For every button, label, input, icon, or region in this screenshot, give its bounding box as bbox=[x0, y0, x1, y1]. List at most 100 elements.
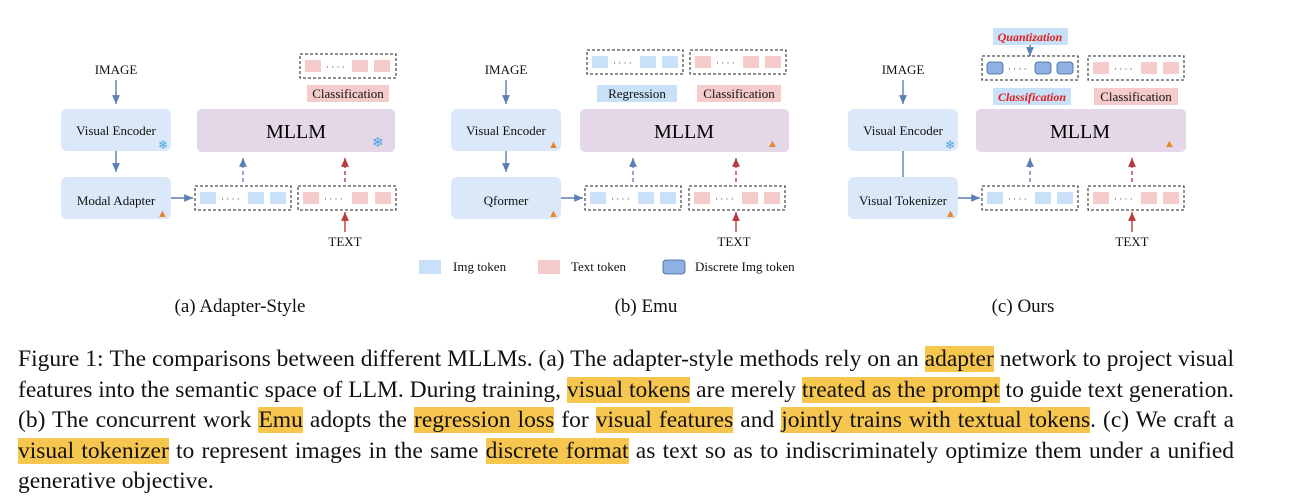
svg-text:· · · ·: · · · · bbox=[324, 194, 343, 204]
snowflake-icon: ❄ bbox=[158, 138, 168, 152]
quantization-box bbox=[993, 28, 1068, 45]
discrete-classification-label: Classification bbox=[998, 90, 1066, 104]
highlighted-phrase: visual features bbox=[595, 407, 734, 433]
flame-icon: ▲ bbox=[548, 139, 559, 151]
legend: Img token Text token Discrete Img token bbox=[419, 259, 795, 275]
highlighted-phrase: Emu bbox=[258, 407, 303, 433]
flame-icon: ▲ bbox=[767, 138, 778, 150]
text-label: TEXT bbox=[328, 234, 361, 249]
img-token-group bbox=[584, 185, 682, 211]
visual-encoder-box bbox=[848, 109, 958, 151]
caption-text: . (c) We craft a bbox=[1090, 407, 1235, 433]
legend-img-swatch bbox=[419, 260, 441, 274]
legend-discrete-label: Discrete Img token bbox=[695, 259, 795, 274]
highlighted-phrase: jointly trains with textual tokens bbox=[781, 407, 1091, 433]
flame-icon: ▲ bbox=[1164, 138, 1175, 150]
highlighted-phrase: treated as the prompt bbox=[801, 376, 1000, 403]
legend-discrete-swatch bbox=[662, 259, 686, 275]
visual-tokenizer-box bbox=[848, 177, 958, 219]
discrete-img-token-group bbox=[981, 185, 1079, 211]
output-text-token-group bbox=[1087, 55, 1185, 81]
svg-text:· · · ·: · · · · bbox=[1114, 64, 1133, 74]
visual-encoder-box bbox=[451, 109, 561, 151]
mllm-box bbox=[197, 109, 395, 152]
caption-text: The comparisons between different MLLMs.… bbox=[109, 346, 925, 372]
classification-head bbox=[697, 85, 781, 102]
quantization-label: Quantization bbox=[998, 30, 1063, 44]
text-token-group bbox=[1087, 185, 1185, 211]
regression-label: Regression bbox=[608, 86, 666, 101]
svg-text:· · · ·: · · · · bbox=[1008, 64, 1027, 74]
caption-text: and bbox=[733, 407, 782, 433]
output-img-token-group bbox=[586, 49, 684, 75]
text-label: TEXT bbox=[717, 234, 750, 249]
subcaption-b: (b) Emu bbox=[614, 296, 678, 317]
flame-icon: ▲ bbox=[548, 208, 559, 220]
svg-text:· · · ·: · · · · bbox=[1114, 194, 1133, 204]
figure-label: Figure 1: bbox=[18, 346, 104, 372]
output-token-group bbox=[299, 53, 397, 79]
visual-encoder-box bbox=[61, 109, 171, 151]
svg-text:· · · ·: · · · · bbox=[611, 194, 630, 204]
figure-diagram: IMAGE Visual Encoder ❄ Modal Adapter ▲ ·… bbox=[61, 28, 1186, 275]
mllm-box bbox=[976, 109, 1186, 152]
svg-text:· · · ·: · · · · bbox=[613, 58, 632, 68]
legend-text-swatch bbox=[538, 260, 560, 274]
mllm-label: MLLM bbox=[654, 121, 714, 143]
panel-ours: IMAGE Visual Encoder ❄ Visual Tokenizer … bbox=[848, 28, 1186, 249]
img-token-group bbox=[194, 185, 292, 211]
caption-body: The comparisons between different MLLMs.… bbox=[18, 346, 1234, 494]
flame-icon: ▲ bbox=[157, 208, 168, 220]
caption-text: for bbox=[554, 407, 596, 433]
figure-caption: Figure 1:The comparisons between differe… bbox=[18, 344, 1234, 497]
highlighted-phrase: adapter bbox=[924, 346, 994, 372]
caption-text: adopts the bbox=[302, 407, 415, 433]
snowflake-icon: ❄ bbox=[372, 136, 384, 151]
discrete-classification-head bbox=[993, 88, 1071, 105]
image-label: IMAGE bbox=[882, 62, 925, 77]
highlighted-phrase: discrete format bbox=[485, 437, 629, 464]
snowflake-icon: ❄ bbox=[945, 138, 955, 152]
caption-text: are merely bbox=[690, 376, 802, 403]
text-token-group bbox=[297, 185, 397, 211]
classification-head bbox=[307, 85, 389, 102]
classification-head bbox=[1094, 88, 1178, 105]
qformer-label: Qformer bbox=[484, 193, 529, 208]
svg-text:· · · ·: · · · · bbox=[715, 194, 734, 204]
highlighted-phrase: visual tokenizer bbox=[18, 437, 169, 464]
output-discrete-token-group bbox=[981, 55, 1079, 81]
caption-text: network to project visual features into … bbox=[18, 346, 1235, 403]
caption-text: to guide text generation. (b) The concur… bbox=[18, 376, 1234, 434]
regression-head bbox=[597, 85, 677, 102]
visual-encoder-label: Visual Encoder bbox=[863, 123, 943, 138]
legend-img-label: Img token bbox=[453, 259, 507, 274]
modal-adapter-label: Modal Adapter bbox=[77, 193, 156, 208]
text-label: TEXT bbox=[1115, 234, 1148, 249]
subcaption-c: (c) Ours bbox=[991, 296, 1055, 317]
caption-text: as text so as to indiscriminately optimi… bbox=[18, 437, 1235, 495]
classification-label: Classification bbox=[703, 86, 775, 101]
svg-text:· · · ·: · · · · bbox=[326, 62, 345, 72]
qformer-box bbox=[451, 177, 561, 219]
flame-icon: ▲ bbox=[945, 208, 956, 220]
visual-encoder-label: Visual Encoder bbox=[76, 123, 156, 138]
mllm-label: MLLM bbox=[1050, 121, 1110, 143]
panel-adapter-style: IMAGE Visual Encoder ❄ Modal Adapter ▲ ·… bbox=[61, 53, 397, 249]
subcaption-a: (a) Adapter-Style bbox=[174, 296, 306, 317]
highlighted-phrase: visual tokens bbox=[566, 376, 691, 403]
image-label: IMAGE bbox=[485, 62, 528, 77]
svg-text:· · · ·: · · · · bbox=[716, 58, 735, 68]
image-label: IMAGE bbox=[95, 62, 138, 77]
visual-tokenizer-label: Visual Tokenizer bbox=[859, 193, 948, 208]
mllm-box bbox=[580, 109, 789, 152]
modal-adapter-box bbox=[61, 177, 171, 219]
text-token-group bbox=[688, 185, 786, 211]
panel-emu: IMAGE Visual Encoder ▲ Qformer ▲ · · · ·… bbox=[451, 49, 789, 249]
svg-text:· · · ·: · · · · bbox=[1008, 194, 1027, 204]
svg-text:· · · ·: · · · · bbox=[221, 194, 240, 204]
legend-text-label: Text token bbox=[571, 259, 627, 274]
mllm-label: MLLM bbox=[266, 121, 326, 143]
classification-label: Classification bbox=[312, 86, 384, 101]
caption-text: to represent images in the same bbox=[168, 437, 486, 464]
visual-encoder-label: Visual Encoder bbox=[466, 123, 546, 138]
